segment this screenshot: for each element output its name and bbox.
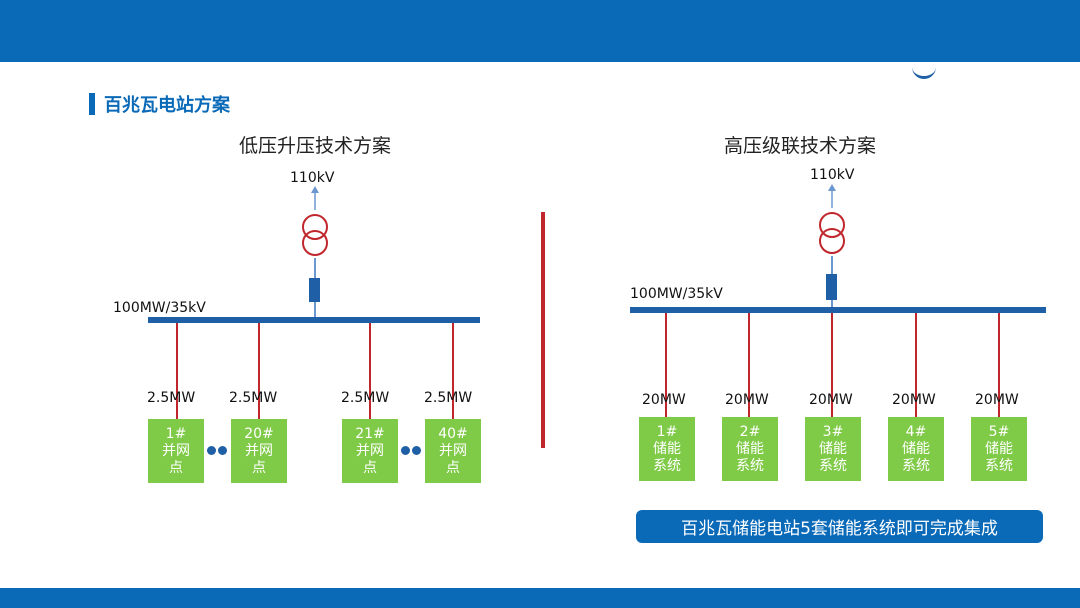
right-feeder xyxy=(665,313,667,417)
right-feeder xyxy=(831,313,833,417)
right-voltage-label: 110kV xyxy=(810,167,855,183)
ellipsis-dot xyxy=(412,446,421,455)
breaker-icon xyxy=(826,274,837,300)
grid-point-box: 1#并网点 xyxy=(148,419,204,483)
bottom-banner xyxy=(0,588,1080,608)
left-feeder xyxy=(176,323,178,419)
left-unit-power: 2.5MW xyxy=(147,390,196,406)
summary-banner: 百兆瓦储能电站5套储能系统即可完成集成 xyxy=(636,510,1043,543)
right-bus-label: 100MW/35kV xyxy=(630,286,723,302)
grid-point-box: 20#并网点 xyxy=(231,419,287,483)
left-feeder xyxy=(369,323,371,419)
storage-system-box: 5#储能系统 xyxy=(971,417,1027,481)
transformer-icon xyxy=(302,214,328,256)
logo-mark xyxy=(912,66,936,79)
left-voltage-label: 110kV xyxy=(290,170,335,186)
right-transformer-lead xyxy=(831,256,833,274)
left-unit-power: 2.5MW xyxy=(424,390,473,406)
right-feeder xyxy=(748,313,750,417)
storage-system-box: 2#储能系统 xyxy=(722,417,778,481)
right-breaker-lead xyxy=(831,300,833,308)
left-busbar xyxy=(148,317,480,323)
storage-system-box: 1#储能系统 xyxy=(639,417,695,481)
section-title: 百兆瓦电站方案 xyxy=(104,95,230,116)
breaker-icon xyxy=(309,278,320,302)
grid-point-box: 40#并网点 xyxy=(425,419,481,483)
transformer-icon xyxy=(819,212,845,254)
left-unit-power: 2.5MW xyxy=(229,390,278,406)
left-breaker-lead xyxy=(314,302,316,320)
left-feeder xyxy=(258,323,260,419)
right-unit-power: 20MW xyxy=(975,392,1019,408)
ellipsis-dot xyxy=(207,446,216,455)
right-busbar xyxy=(630,307,1046,313)
ellipsis-dot xyxy=(218,446,227,455)
right-feeder xyxy=(998,313,1000,417)
right-unit-power: 20MW xyxy=(892,392,936,408)
storage-system-box: 4#储能系统 xyxy=(888,417,944,481)
left-diagram-title: 低压升压技术方案 xyxy=(239,135,392,157)
left-unit-power: 2.5MW xyxy=(341,390,390,406)
ellipsis-dot xyxy=(401,446,410,455)
left-bus-label: 100MW/35kV xyxy=(113,300,206,316)
left-transformer-lead xyxy=(314,258,316,278)
right-unit-power: 20MW xyxy=(642,392,686,408)
storage-system-box: 3#储能系统 xyxy=(805,417,861,481)
section-title-bar xyxy=(89,93,95,115)
arrow-up-icon xyxy=(828,184,836,208)
right-diagram-title: 高压级联技术方案 xyxy=(724,135,877,157)
grid-point-box: 21#并网点 xyxy=(342,419,398,483)
top-banner xyxy=(0,0,1080,62)
right-unit-power: 20MW xyxy=(809,392,853,408)
center-divider xyxy=(541,212,545,448)
arrow-up-icon xyxy=(311,186,319,210)
right-feeder xyxy=(915,313,917,417)
right-unit-power: 20MW xyxy=(725,392,769,408)
left-feeder xyxy=(452,323,454,419)
